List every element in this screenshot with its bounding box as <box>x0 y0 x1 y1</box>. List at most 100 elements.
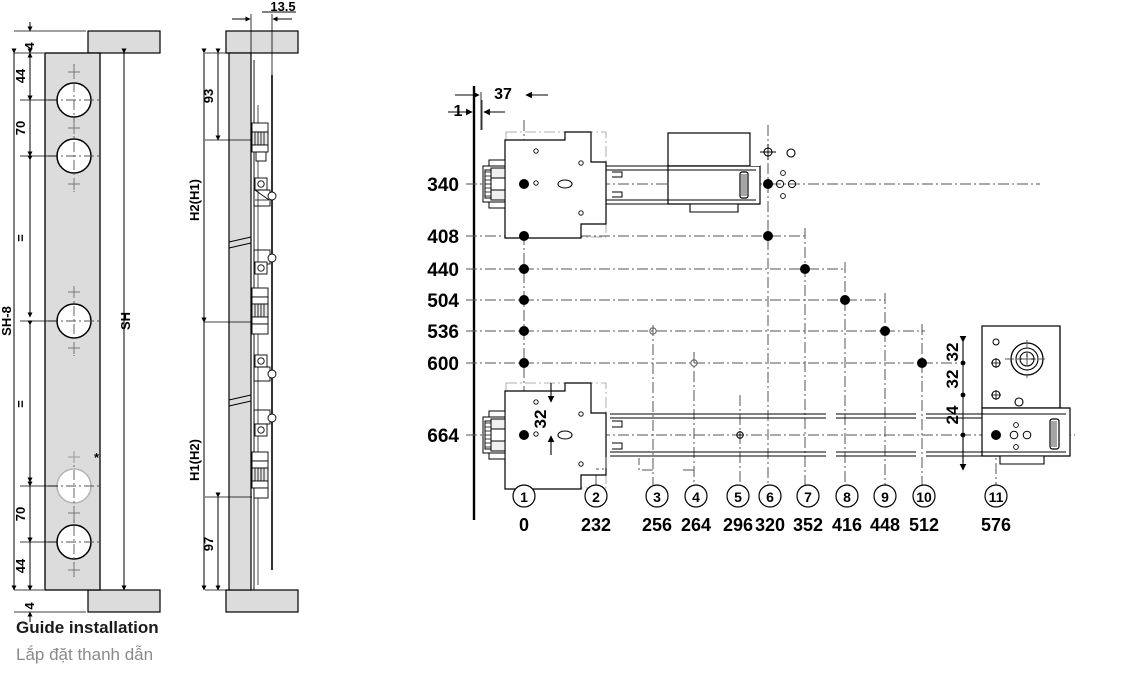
caption-title-vi: Lắp đặt thanh dẫn <box>16 645 154 664</box>
bracket-top-right <box>667 132 797 213</box>
dim-44-top: 44 <box>13 48 33 101</box>
dim-equal-upper: = <box>13 155 33 318</box>
carriage-hardware <box>251 122 277 499</box>
callout-leaders <box>596 457 694 471</box>
dim-44-bottom: 44 <box>13 537 33 591</box>
bracket-right-detail: 32 32 24 <box>943 325 1071 471</box>
callout-number: 7 <box>804 489 812 505</box>
reference-hole <box>690 359 698 367</box>
svg-text:93: 93 <box>201 89 216 103</box>
bottom-cabinet-block <box>87 589 161 613</box>
callout-value: 352 <box>793 515 823 535</box>
column-callout-group: 1 0 2 232 3 256 4 264 5 296 <box>512 484 1011 535</box>
row-label: 600 <box>427 354 459 375</box>
side-bottom-block <box>225 589 299 613</box>
svg-text:32: 32 <box>943 343 962 362</box>
dim-equal-lower: = <box>13 320 33 483</box>
dim-sh: SH <box>118 48 133 591</box>
reference-hole <box>649 327 657 335</box>
callout-number: 8 <box>843 489 851 505</box>
top-cabinet-block <box>87 30 161 54</box>
dim-1: 1 <box>448 100 505 130</box>
row-label: 504 <box>427 291 459 312</box>
svg-text:H1(H2): H1(H2) <box>187 439 202 481</box>
svg-text:44: 44 <box>13 558 28 573</box>
column-callout: 8 416 <box>832 484 862 535</box>
column-callout: 1 0 <box>512 484 536 535</box>
callout-value: 448 <box>870 515 900 535</box>
callout-number: 11 <box>989 489 1004 505</box>
svg-text:32: 32 <box>943 370 962 389</box>
row-label: 340 <box>427 175 459 196</box>
bore-hole-group: * <box>48 64 100 578</box>
svg-text:SH: SH <box>118 312 133 330</box>
row-label: 664 <box>427 426 459 447</box>
side-top-block <box>225 30 299 54</box>
svg-text:13.5: 13.5 <box>270 0 295 14</box>
column-callout: 9 448 <box>870 484 900 535</box>
callout-value: 320 <box>755 515 785 535</box>
column-callout: 11 576 <box>981 484 1011 535</box>
callout-number: 2 <box>592 489 600 505</box>
row-label: 536 <box>427 322 459 343</box>
svg-text:4: 4 <box>22 42 37 50</box>
callout-number: 5 <box>734 489 742 505</box>
column-callout: 6 320 <box>755 484 785 535</box>
mounting-point-dots <box>519 179 1001 440</box>
dim-70-top: 70 <box>13 95 33 157</box>
row-label: 440 <box>427 260 459 281</box>
callout-value: 576 <box>981 515 1011 535</box>
column-callout: 7 352 <box>793 484 823 535</box>
callout-number: 3 <box>653 489 661 505</box>
column-callout: 2 232 <box>581 484 611 535</box>
front-elevation-group: * 4 44 <box>0 22 161 622</box>
dim-stack-right: 32 32 24 <box>943 336 967 471</box>
svg-text:37: 37 <box>494 86 512 103</box>
svg-text:70: 70 <box>13 121 28 135</box>
side-section-group: 13.5 93 H2(H1) H1(H2) 97 <box>187 0 299 613</box>
callout-number: 10 <box>916 489 932 505</box>
carriage-assembly-bottom: 32 <box>482 382 623 490</box>
callout-number: 9 <box>881 489 889 505</box>
guide-rails <box>610 413 984 457</box>
side-door-slab <box>228 52 252 591</box>
callout-value: 0 <box>519 515 529 535</box>
callout-number: 1 <box>520 489 528 505</box>
callout-value: 416 <box>832 515 862 535</box>
row-label: 408 <box>427 227 459 248</box>
svg-text:97: 97 <box>201 537 216 551</box>
dim-thickness-13-5: 13.5 <box>232 0 296 75</box>
dim-70-bottom: 70 <box>13 481 33 543</box>
dim-h2-h1: H2(H1) <box>187 48 252 323</box>
svg-text:=: = <box>13 400 28 408</box>
svg-text:=: = <box>13 234 28 242</box>
svg-text:4: 4 <box>22 602 37 610</box>
asterisk-marker: * <box>94 450 100 465</box>
svg-text:1: 1 <box>454 103 463 120</box>
caption-title-en: Guide installation <box>16 618 159 637</box>
column-callout: 4 264 <box>681 484 711 535</box>
callout-value: 232 <box>581 515 611 535</box>
dim-97: 97 <box>201 492 252 591</box>
svg-text:24: 24 <box>943 405 962 424</box>
dim-h1-h2: H1(H2) <box>187 317 207 591</box>
callout-value: 512 <box>909 515 939 535</box>
dim-sh-minus-8: SH-8 <box>0 48 17 591</box>
svg-text:H2(H1): H2(H1) <box>187 179 202 221</box>
carriage-assembly-top <box>482 131 668 239</box>
dim-bottom-edge-4: 4 <box>22 580 37 622</box>
svg-text:44: 44 <box>13 68 28 83</box>
callout-number: 6 <box>766 489 774 505</box>
callout-value: 256 <box>642 515 672 535</box>
row-label-group: 340 408 440 504 536 600 664 <box>427 175 459 447</box>
callout-value: 296 <box>723 515 753 535</box>
column-callout: 10 512 <box>909 484 939 535</box>
callout-number: 4 <box>692 489 700 505</box>
column-callout: 3 256 <box>642 484 672 535</box>
dim-37: 37 <box>455 86 548 130</box>
plan-view-group: 37 1 <box>427 86 1075 535</box>
svg-text:SH-8: SH-8 <box>0 306 14 336</box>
column-callout: 5 296 <box>723 484 753 535</box>
svg-text:32: 32 <box>531 410 550 429</box>
